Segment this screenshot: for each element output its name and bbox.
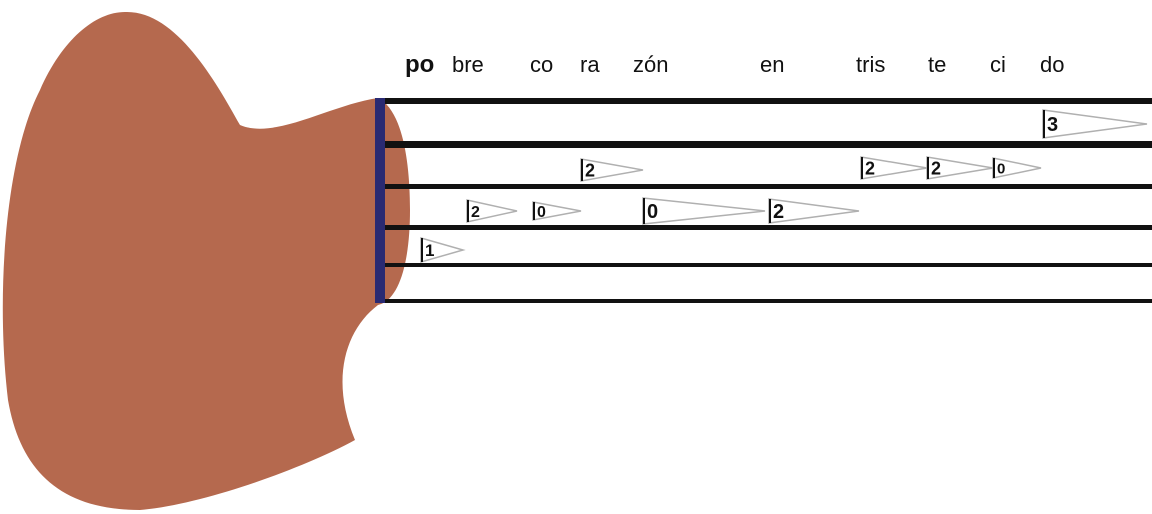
string-5-line: [375, 263, 1152, 267]
note-marker: 0: [532, 201, 582, 221]
note-stem-bar: [643, 198, 645, 224]
fret-number: 0: [647, 201, 658, 223]
fret-number: 3: [1047, 114, 1058, 136]
string-2-line: [375, 141, 1152, 148]
string-6-line: [375, 299, 1152, 303]
lyric-syllable: bre: [452, 52, 484, 77]
fret-number: 2: [585, 160, 595, 180]
fret-number: 2: [773, 201, 784, 223]
lyric-syllable: en: [760, 52, 784, 77]
lyric-syllable: zón: [633, 52, 668, 77]
note-stem-bar: [467, 200, 469, 222]
lyric-syllable: tris: [856, 52, 885, 77]
string-1-line: [375, 98, 1152, 104]
string-lines: [375, 98, 1152, 303]
lyric-syllable: co: [530, 52, 553, 77]
note-stem-bar: [581, 159, 583, 181]
note-stem-bar: [533, 202, 535, 220]
fret-number: 2: [471, 204, 480, 221]
fret-number: 0: [537, 204, 546, 221]
fret-number: 2: [865, 158, 875, 178]
note-stem-bar: [421, 238, 423, 262]
note-marker: 2: [926, 156, 994, 180]
guitar-body-icon: [2, 11, 410, 511]
fret-number: 2: [931, 158, 941, 178]
note-marker: 2: [580, 158, 644, 182]
lyric-syllable: po: [405, 51, 434, 78]
lyric-syllable: ci: [990, 52, 1006, 77]
note-stem-bar: [861, 157, 863, 179]
fret-number: 0: [997, 160, 1005, 177]
note-marker: 0: [992, 157, 1042, 179]
nut-bar: [375, 98, 385, 303]
note-stem-bar: [993, 158, 995, 178]
note-marker: 0: [642, 197, 766, 225]
note-marker: 3: [1042, 109, 1148, 139]
lyric-syllable: te: [928, 52, 946, 77]
note-flag-shape: [642, 197, 766, 225]
string-4-line: [375, 225, 1152, 230]
string-3-line: [375, 184, 1152, 189]
note-marker: 2: [768, 198, 860, 224]
note-flag-shape: [1042, 109, 1148, 139]
note-markers: 1 2 0 2 0 2 2 2 0 3: [420, 109, 1148, 263]
lyric-syllable: ra: [580, 52, 600, 77]
fret-number: 1: [425, 241, 434, 260]
note-stem-bar: [1043, 110, 1045, 138]
note-stem-bar: [927, 157, 929, 179]
lyric-syllable: do: [1040, 52, 1064, 77]
lyrics-row: po bre co ra zón en tris te ci do: [405, 51, 1064, 78]
note-marker: 1: [420, 237, 466, 263]
note-marker: 2: [466, 199, 518, 223]
note-stem-bar: [769, 199, 771, 223]
note-marker: 2: [860, 156, 928, 180]
